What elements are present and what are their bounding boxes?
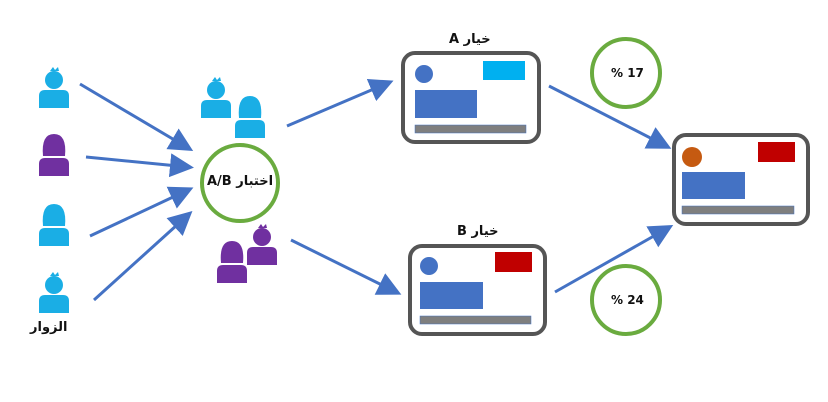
arrow (79, 82, 194, 152)
rate-a-circle (590, 37, 662, 109)
arrow (92, 210, 193, 302)
visitor-girl-icon (39, 134, 69, 176)
group-a-icon (201, 77, 265, 138)
arrow (89, 186, 194, 238)
arrow (85, 153, 194, 178)
option-b-label: خيار B (457, 224, 499, 239)
option-a-label: خيار A (449, 32, 491, 47)
group-b-icon (217, 224, 277, 283)
option-b-card (408, 244, 547, 336)
ab-test-circle (200, 143, 280, 223)
arrow (290, 238, 402, 295)
winner-card (672, 133, 810, 226)
arrow (548, 84, 672, 149)
rate-b-label: % 24 (611, 293, 644, 307)
rate-a-label: % 17 (611, 66, 644, 80)
visitor-boy-icon (39, 272, 69, 313)
visitors-label: الزوار (30, 320, 68, 335)
arrow (286, 79, 394, 128)
option-a-card (401, 51, 541, 144)
ab-test-label: اختبار A/B (207, 174, 274, 189)
arrow (554, 225, 674, 294)
visitor-boy-icon (39, 67, 69, 108)
visitor-girl-icon (39, 204, 69, 246)
rate-b-circle (590, 264, 662, 336)
visitor-arrows (79, 82, 194, 302)
